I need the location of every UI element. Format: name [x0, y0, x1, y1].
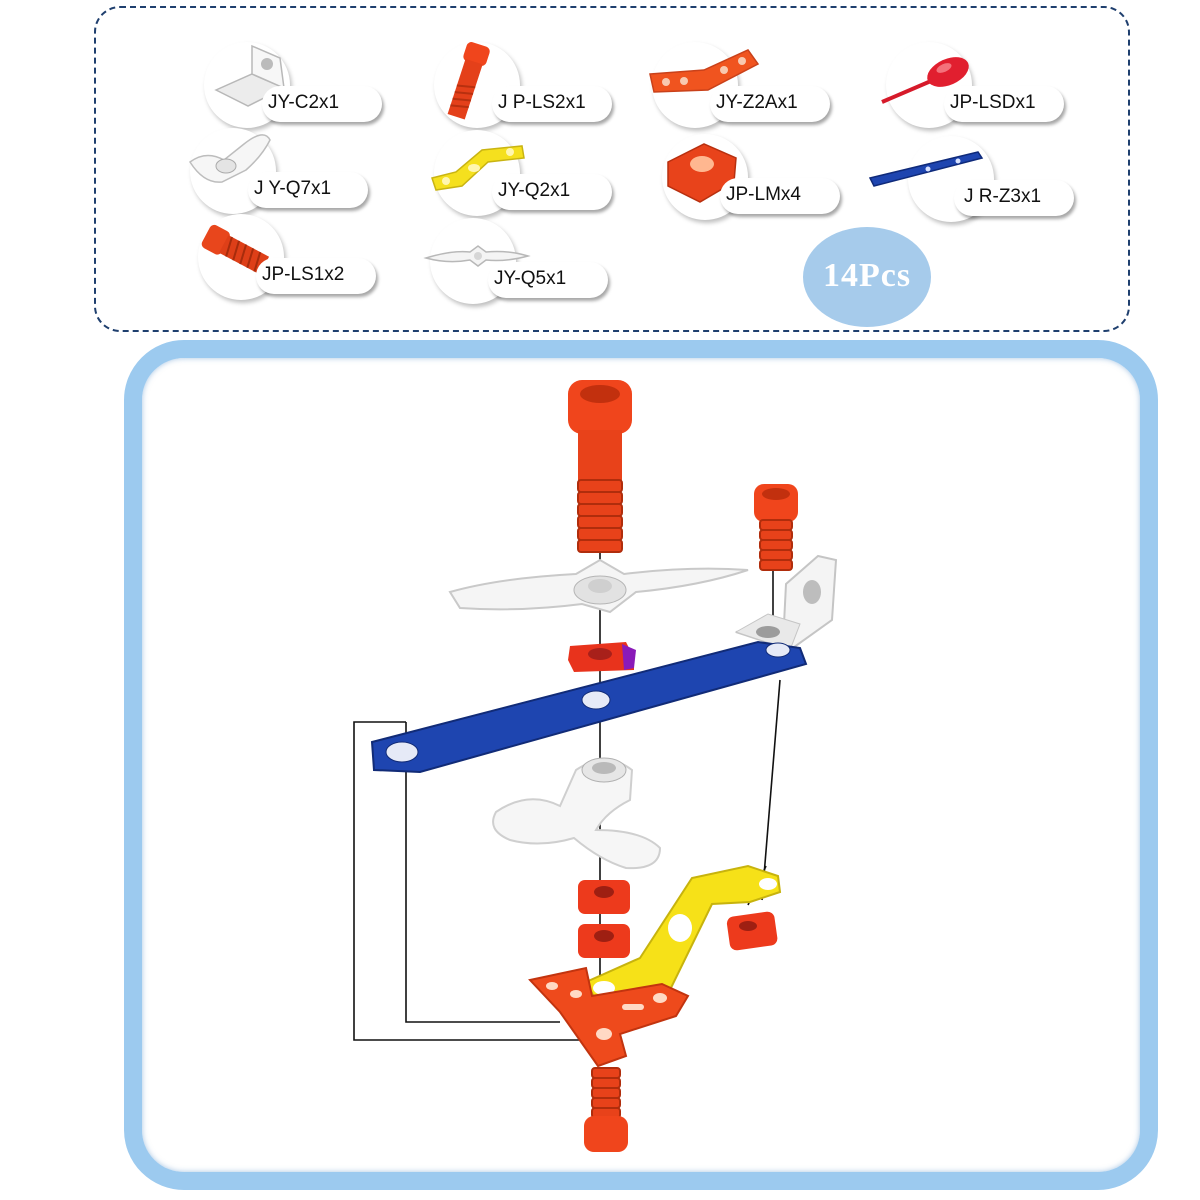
part-item-jy-q5: JY-Q5x1	[422, 216, 612, 304]
part-label: JY-Q5x1	[494, 268, 567, 289]
piece-count-badge: 14Pcs	[803, 227, 931, 327]
blue-straight-bar-icon	[868, 151, 984, 187]
assembly-diagram-frame	[124, 340, 1158, 1190]
square-nut-top-part	[568, 642, 636, 672]
short-bolt-part	[754, 484, 798, 571]
white-rotor-part	[448, 558, 749, 614]
part-item-jy-z2a: JY-Z2Ax1	[644, 40, 834, 128]
bottom-bolt-part	[584, 1067, 628, 1152]
white-propeller-icon	[188, 134, 271, 183]
red-screwdriver-icon	[881, 57, 969, 104]
part-label: JP-LMx4	[726, 184, 801, 205]
short-orange-bolt-icon	[201, 224, 270, 275]
part-item-jr-z3: J R-Z3x1	[868, 134, 1074, 222]
part-item-jp-lm: JP-LMx4	[654, 132, 844, 220]
white-rotor-blade-icon	[423, 245, 531, 267]
part-item-jy-c2: JY-C2x1	[196, 40, 386, 128]
part-item-jp-ls2: J P-LS2x1	[426, 40, 616, 128]
square-nut-right-part	[726, 911, 778, 951]
part-label: J Y-Q7x1	[254, 178, 332, 199]
yellow-bent-strip-icon	[431, 145, 525, 191]
part-item-jy-q7: J Y-Q7x1	[182, 126, 372, 214]
part-label: JY-Q2x1	[498, 180, 571, 201]
part-label: JY-C2x1	[268, 92, 340, 113]
square-nut-lower-part	[578, 924, 630, 958]
long-orange-bolt-icon	[447, 42, 490, 120]
blue-bar-part	[370, 640, 808, 774]
part-label: JY-Z2Ax1	[716, 92, 798, 113]
part-item-jp-ls1: JP-LS1x2	[190, 212, 380, 300]
part-label: JP-LS1x2	[262, 264, 345, 285]
part-label: JP-LSDx1	[950, 92, 1036, 113]
part-label: J P-LS2x1	[498, 92, 586, 113]
white-bracket-part	[734, 554, 838, 652]
white-angle-bracket-icon	[214, 44, 286, 107]
orange-bent-plate-icon	[649, 49, 760, 93]
orange-plate-part	[528, 966, 690, 1068]
part-item-jp-lsd: JP-LSDx1	[878, 40, 1068, 128]
piece-count-text: 14Pcs	[822, 257, 912, 294]
part-label: J R-Z3x1	[964, 186, 1042, 207]
long-bolt-part	[568, 380, 632, 553]
part-item-jy-q2: JY-Q2x1	[426, 128, 616, 216]
parts-list-panel: JY-C2x1 J P-LS2x1 JY-Z2Ax1	[94, 6, 1130, 332]
white-propeller-part	[492, 757, 662, 870]
square-nut-middle-part	[578, 880, 630, 914]
